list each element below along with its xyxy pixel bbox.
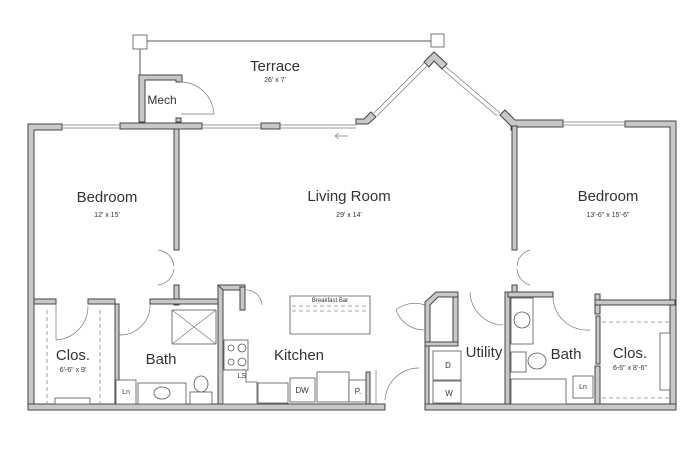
closet-left-size: 6'-6" x 9'	[60, 367, 87, 374]
refrigerator	[316, 371, 350, 403]
linen-right-label: Ln	[579, 384, 587, 391]
mech-closet	[138, 74, 215, 123]
terrace-outline	[132, 33, 445, 75]
terrace-post-left	[132, 34, 148, 50]
utility-label: Utility	[466, 344, 503, 361]
closet-right-size: 6-6" x 8'-6"	[613, 365, 647, 372]
bath-right-label: Bath	[551, 346, 582, 363]
sink-right	[527, 352, 547, 370]
bedroom-left-label: Bedroom	[77, 189, 138, 206]
breakfast-bar	[289, 295, 371, 335]
interior-walls	[33, 125, 676, 405]
terrace-post-right	[430, 33, 445, 48]
sink-icon	[153, 386, 171, 400]
bedroom-left-size: 12' x 15'	[94, 212, 120, 219]
toilet-icon	[193, 375, 209, 393]
bedroom-right-size: 13'-6" x 15'-6"	[586, 212, 630, 219]
bath-left-label: Bath	[146, 351, 177, 368]
bedroom-right-label: Bedroom	[578, 188, 639, 205]
living-room-size: 29' x 14'	[336, 212, 362, 219]
mech-label: Mech	[147, 93, 176, 107]
linen-closet-left	[115, 379, 137, 405]
breakfast-bar-label: Breakfast Bar	[312, 298, 348, 304]
toilet-tank	[189, 391, 213, 405]
lazy-susan-label: LS	[238, 373, 247, 380]
closet-right-label: Clos.	[613, 345, 647, 362]
dishwasher	[289, 377, 316, 403]
linen-closet-right	[572, 375, 594, 399]
dryer-label: D	[445, 361, 451, 370]
terrace-size: 26' x 7'	[264, 77, 286, 84]
dishwasher-label: DW	[295, 386, 309, 395]
linen-left-label: Ln	[122, 389, 130, 396]
washer-label: W	[445, 389, 453, 398]
slider-arrow-icon	[334, 132, 348, 140]
pantry-label: P.	[355, 387, 362, 396]
fixtures	[46, 295, 671, 405]
living-room-label: Living Room	[307, 188, 390, 205]
terrace-label: Terrace	[250, 58, 300, 75]
exterior-walls	[27, 51, 677, 411]
room-labels: Terrace 26' x 7' Mech Bedroom 12' x 15' …	[56, 58, 648, 398]
bathtub	[510, 378, 567, 405]
kitchen-sink	[257, 382, 289, 404]
closet-left-label: Clos.	[56, 347, 90, 364]
dryer	[432, 350, 462, 381]
lazy-susan-counter	[222, 369, 258, 405]
washer	[432, 380, 462, 404]
kitchen-label: Kitchen	[274, 347, 324, 364]
